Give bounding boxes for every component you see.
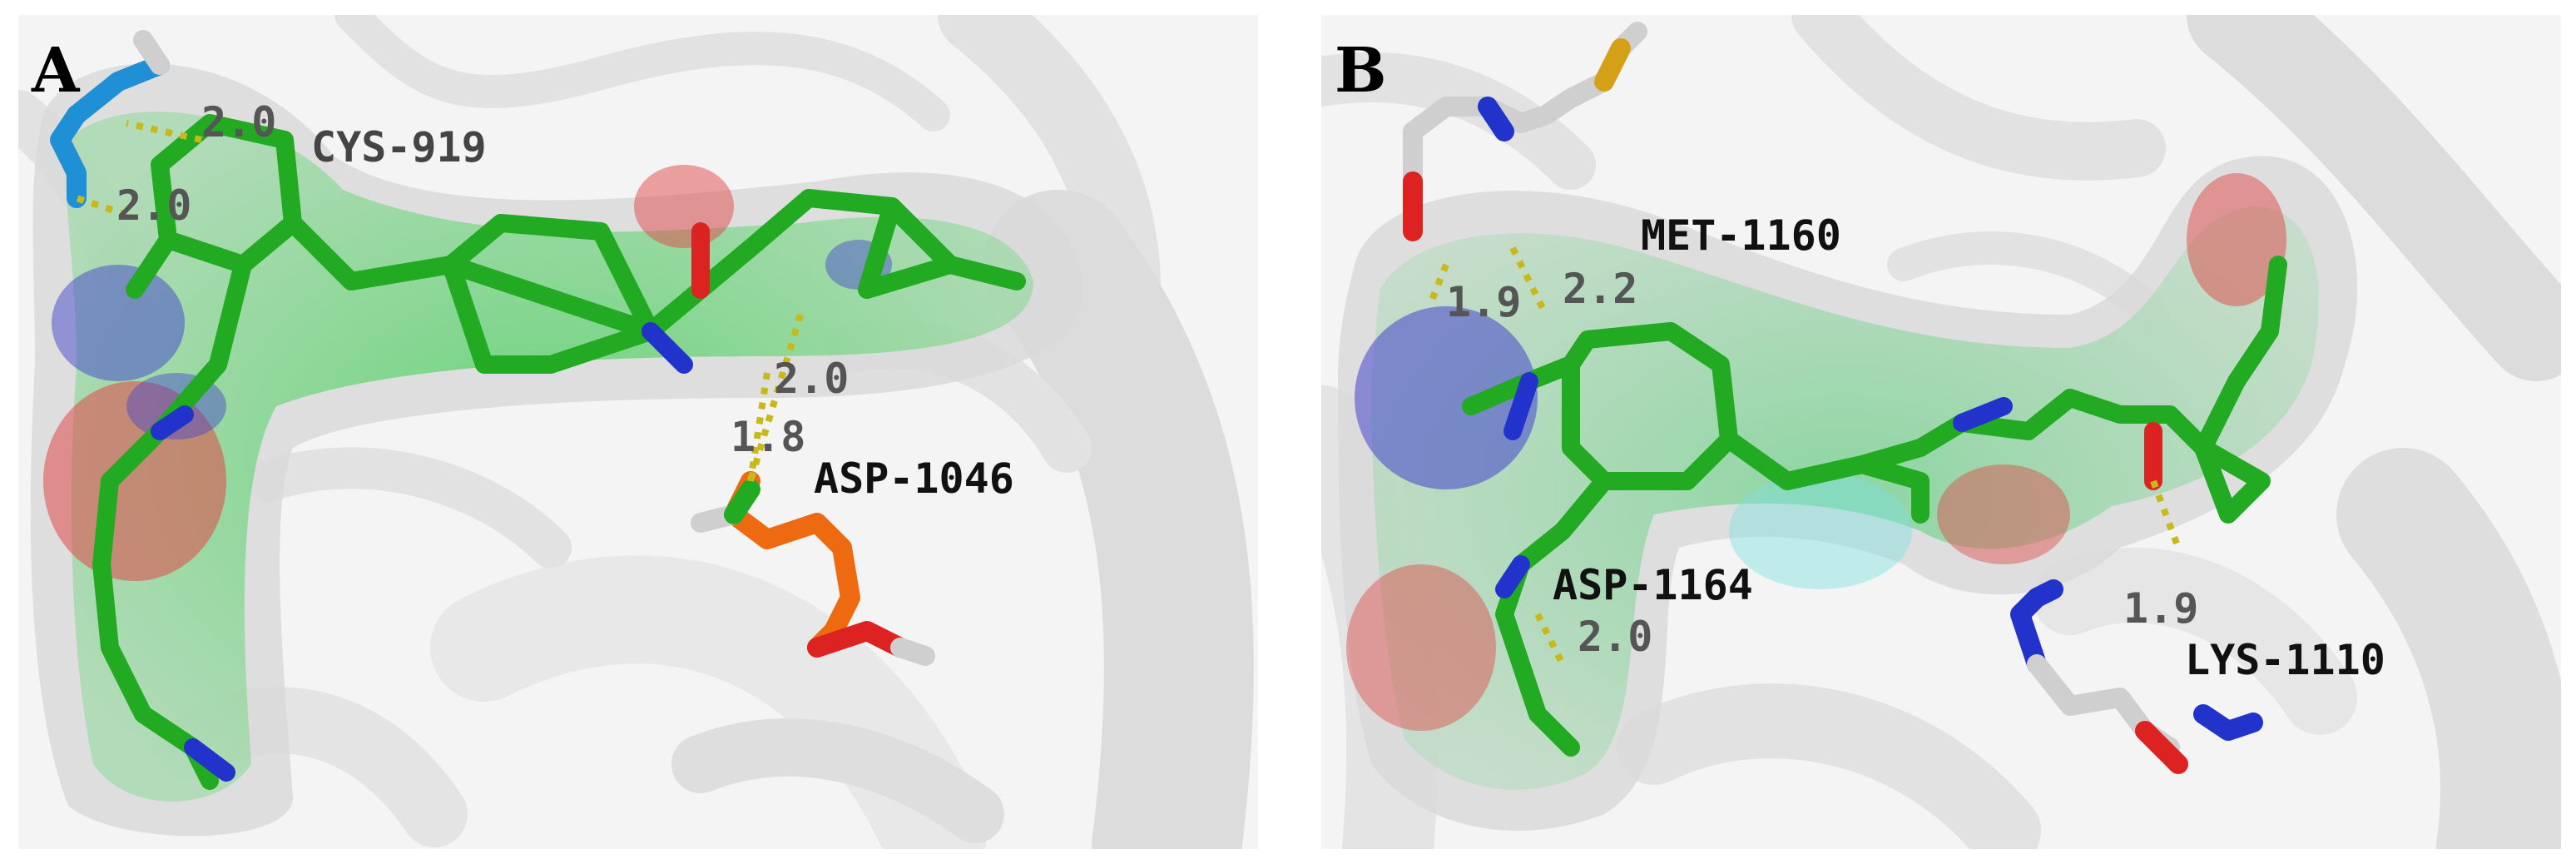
residue-sticks-a (50, 30, 935, 666)
panel-a: A CYS-919 ASP-1046 2.0 2.0 2.0 1.8 (18, 15, 1258, 849)
distance-label: 1.9 (1446, 278, 1522, 326)
distance-label: 1.8 (731, 413, 806, 461)
hbonds-b (1426, 246, 2182, 666)
distance-label: 1.9 (2123, 584, 2199, 633)
panel-label-b: B (1335, 35, 1387, 107)
protein-ligand-scene-b (1321, 15, 2561, 849)
distance-label: 2.0 (774, 355, 850, 403)
residue-label-asp-1164: ASP-1164 (1553, 561, 1753, 609)
residue-label-met-1160: MET-1160 (1641, 211, 1841, 260)
residue-label-asp-1046: ASP-1046 (814, 454, 1014, 503)
distance-label: 2.0 (1578, 613, 1653, 661)
distance-label: 2.0 (201, 98, 277, 146)
residue-sticks-b (1403, 22, 2263, 774)
residue-label-cys-919: CYS-919 (311, 123, 487, 171)
hbonds-a (75, 120, 804, 483)
distance-label: 2.0 (116, 181, 192, 230)
panel-b: B MET-1160 ASP-1164 LYS-1110 1.9 2.2 2.0… (1321, 15, 2561, 849)
residue-label-lys-1110: LYS-1110 (2185, 636, 2385, 684)
panel-label-a: A (32, 35, 80, 107)
ribbons-b (1321, 15, 2561, 849)
distance-label: 2.2 (1563, 265, 1638, 313)
ligand-sticks-a (92, 114, 1026, 790)
ligand-sticks-b (1462, 256, 2287, 757)
ligand-surface-b (1338, 156, 2358, 831)
protein-ligand-scene-a (18, 15, 1254, 849)
